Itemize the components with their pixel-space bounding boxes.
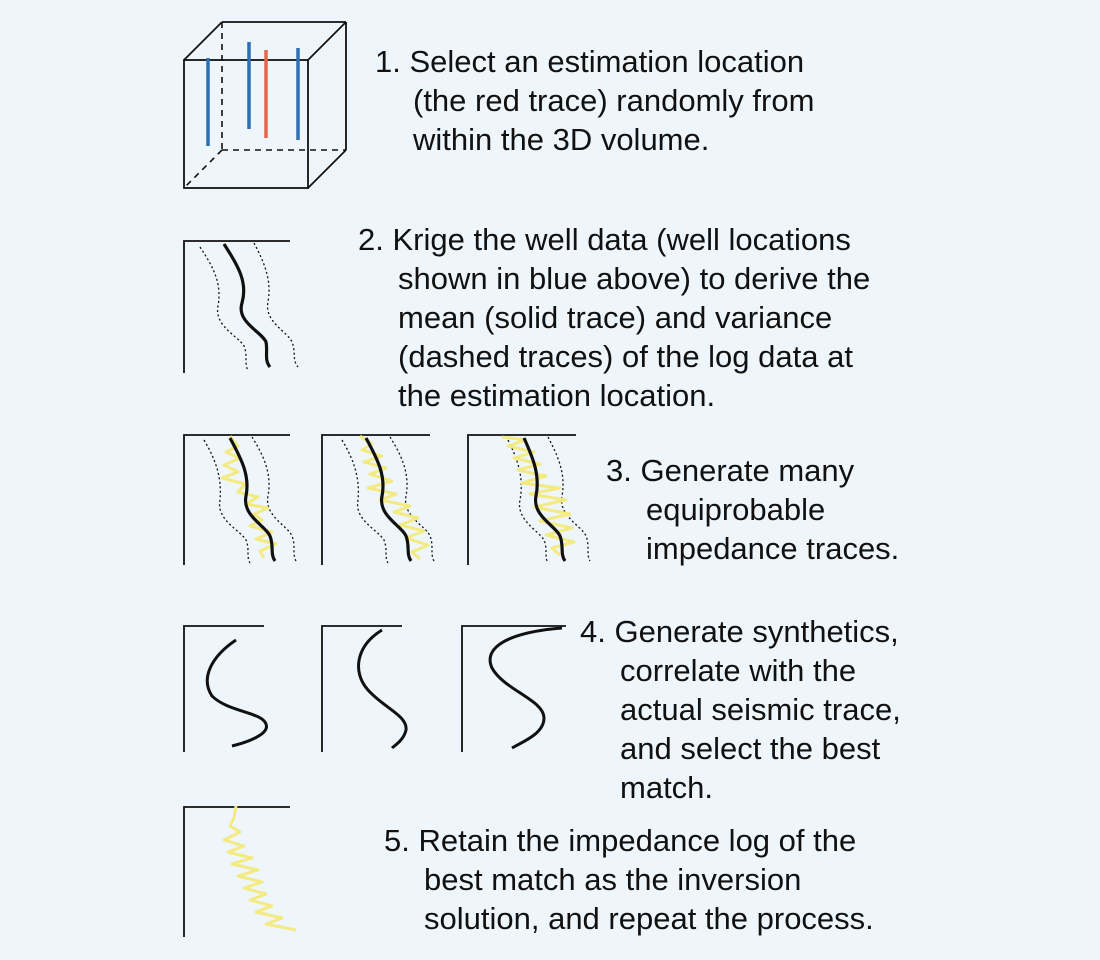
synthetic-traces-icon — [183, 625, 566, 752]
trace-axes — [183, 806, 290, 937]
cube-visible-edges — [183, 21, 347, 189]
step-1-text: 1. Select an estimation location (the re… — [375, 42, 814, 159]
synthetic-trace — [205, 638, 268, 748]
step-number: 5. — [384, 823, 410, 858]
variance-trace — [203, 439, 251, 564]
step-line: the estimation location. — [398, 378, 716, 413]
3d-volume-cube-icon — [183, 21, 347, 189]
mean-trace — [228, 437, 277, 562]
trace-axes — [183, 434, 290, 565]
kriged-trace-icon — [183, 240, 299, 373]
step-4-text: 4. Generate synthetics, correlate with t… — [580, 612, 901, 807]
step-line: Krige the well data (well locations — [392, 222, 851, 257]
best-match-log-icon — [183, 805, 297, 937]
step-number: 4. — [580, 614, 606, 649]
trace-axes — [461, 625, 566, 752]
mean-trace — [364, 437, 413, 562]
trace-axes — [183, 240, 290, 373]
step-line: (the red trace) randomly from — [413, 83, 815, 118]
step-number: 3. — [606, 453, 632, 488]
realization-trace — [501, 435, 576, 557]
mean-trace — [222, 243, 272, 369]
step-line: Retain the impedance log of the — [418, 823, 857, 858]
step-line: solution, and repeat the process. — [424, 901, 874, 936]
variance-trace — [251, 436, 297, 562]
step-line: best match as the inversion — [424, 862, 802, 897]
variance-trace — [389, 436, 435, 562]
step-line: Select an estimation location — [409, 44, 805, 79]
realization-panel — [183, 434, 297, 565]
step-line: (dashed traces) of the log data at — [398, 339, 853, 374]
synthetic-trace — [488, 626, 563, 750]
step-5-text: 5. Retain the impedance log of the best … — [384, 821, 874, 938]
step-line: match. — [620, 770, 714, 805]
step-line: mean (solid trace) and variance — [398, 300, 833, 335]
realization-panel — [467, 434, 591, 565]
cube-hidden-edges — [183, 22, 346, 189]
step-2-text: 2. Krige the well data (well locations s… — [358, 220, 870, 415]
step-line: shown in blue above) to derive the — [398, 261, 871, 296]
step-line: equiprobable — [646, 492, 826, 527]
step-line: Generate synthetics, — [614, 614, 899, 649]
realization-trace — [359, 434, 430, 561]
step-line: Generate many — [640, 453, 855, 488]
synthetic-panel — [321, 625, 408, 752]
trace-axes — [321, 625, 402, 752]
step-number: 2. — [358, 222, 384, 257]
realization-trace — [220, 435, 278, 559]
synthetic-trace — [357, 628, 408, 750]
synthetic-panel — [461, 625, 566, 752]
variance-trace — [341, 439, 389, 564]
variance-trace — [199, 246, 249, 372]
trace-axes — [321, 434, 430, 565]
realization-traces-icon — [183, 434, 591, 565]
step-line: impedance traces. — [646, 531, 900, 566]
step-line: and select the best — [620, 731, 881, 766]
step-number: 1. — [375, 44, 401, 79]
trace-axes — [183, 625, 264, 752]
step-line: correlate with the — [620, 653, 857, 688]
impedance-log — [222, 805, 297, 932]
variance-trace — [253, 242, 299, 368]
trace-axes — [467, 434, 576, 565]
step-3-text: 3. Generate many equiprobable impedance … — [606, 451, 899, 568]
mean-trace — [522, 437, 567, 562]
synthetic-panel — [183, 625, 268, 752]
step-line: within the 3D volume. — [413, 122, 710, 157]
step-line: actual seismic trace, — [620, 692, 901, 727]
realization-panel — [321, 434, 435, 565]
